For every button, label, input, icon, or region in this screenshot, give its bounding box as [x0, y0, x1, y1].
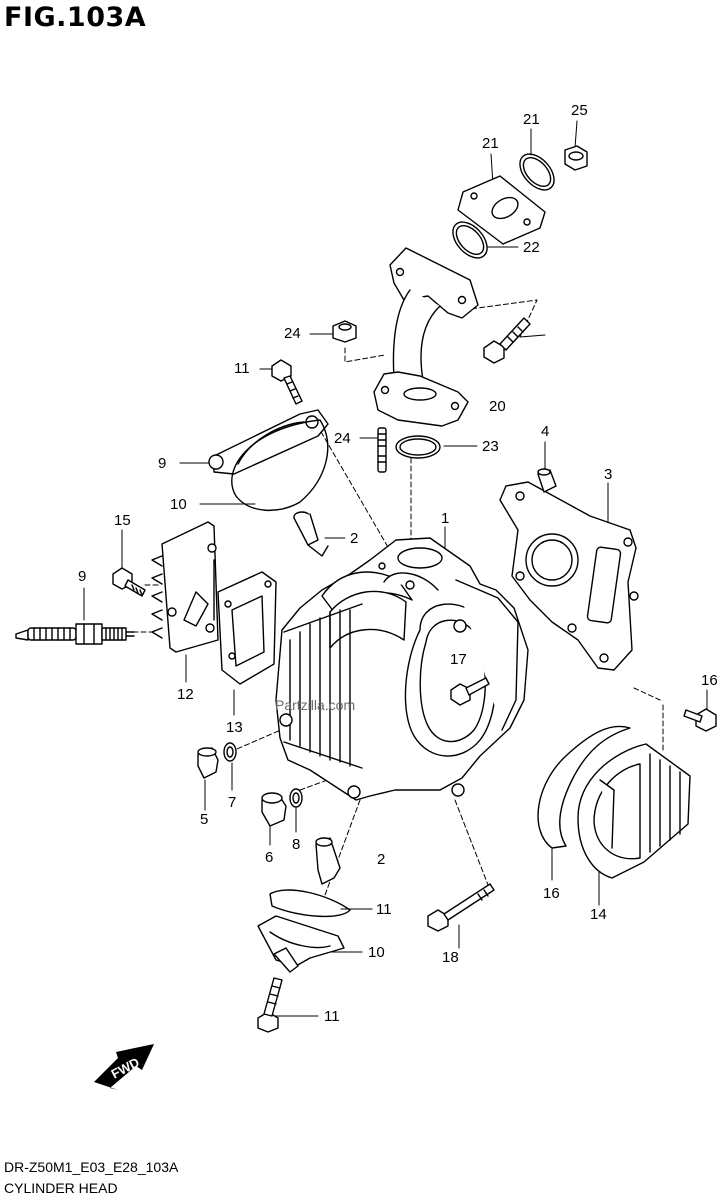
- bolt-17: [450, 677, 490, 706]
- callout-10-lower: 11: [376, 901, 392, 918]
- callout-6: 7: [228, 794, 237, 811]
- callout-11-upper: 11: [234, 360, 250, 377]
- callout-13: 13: [226, 719, 243, 736]
- bolt-16-right: [683, 708, 717, 732]
- guide-2-lower: [315, 837, 341, 885]
- gasket-3: [499, 481, 639, 671]
- dowel-4: [537, 468, 557, 493]
- figure-code: DR-Z50M1_E03_E28_103A: [4, 1159, 179, 1175]
- bolt-11-lower: [257, 977, 283, 1033]
- cover-9-lower: [257, 915, 345, 973]
- plug-5-upper: [197, 747, 219, 779]
- bolt-16-left: [112, 567, 146, 597]
- plate-12: [151, 521, 219, 653]
- callout-18: 18: [442, 949, 459, 966]
- callout-19: 20: [489, 398, 506, 415]
- spark-plug-8: [15, 623, 135, 645]
- nut-24-left: [332, 320, 357, 343]
- cylinder-head-1: [275, 537, 529, 801]
- callout-20: 21: [482, 135, 499, 152]
- washer-6: [223, 742, 237, 762]
- bolt-11-upper: [271, 359, 303, 405]
- fwd-label: FWD: [109, 1054, 142, 1081]
- callout-21-lower: 22: [523, 239, 540, 256]
- callout-5-upper: 5: [200, 811, 209, 828]
- callout-23: 24: [334, 430, 351, 447]
- callout-11-lower: 11: [324, 1008, 340, 1025]
- callout-15: 16: [543, 885, 560, 902]
- intake-pipe-19: [373, 247, 479, 427]
- callout-2-lower: 2: [377, 851, 386, 868]
- callout-1: 1: [441, 510, 450, 527]
- nut-24-upper: [564, 145, 588, 171]
- side-cover-14: [577, 743, 691, 879]
- gasket-15: [537, 725, 631, 849]
- o-ring-21-lower: [452, 221, 488, 259]
- callout-16-right: 16: [701, 672, 718, 689]
- callout-7: 8: [292, 836, 301, 853]
- insulator-20: [457, 175, 546, 245]
- callout-2-upper: 2: [350, 530, 359, 547]
- washer-7: [289, 788, 303, 808]
- fwd-arrow-icon: FWD: [94, 1044, 154, 1090]
- callout-16-left: 15: [114, 512, 131, 529]
- callout-3: 3: [604, 466, 613, 483]
- callout-8: 9: [78, 568, 87, 585]
- o-ring-21-upper-inner: [522, 157, 552, 187]
- figure-title: FIG.103A: [4, 2, 147, 33]
- gasket-10-lower: [269, 889, 351, 918]
- o-ring-21-lower-inner: [455, 225, 485, 255]
- figure-name: CYLINDER HEAD: [4, 1180, 118, 1196]
- callout-4: 4: [541, 423, 550, 440]
- stud-23: [377, 427, 387, 473]
- plug-5-lower: [261, 792, 287, 827]
- o-ring-22: [395, 435, 441, 459]
- guide-2-upper: [293, 511, 329, 557]
- bolt-18: [427, 883, 495, 932]
- gasket-13: [217, 571, 277, 685]
- callout-24-left: 24: [284, 325, 301, 342]
- callout-14: 14: [590, 906, 607, 923]
- callout-10-upper: 10: [170, 496, 187, 513]
- callout-9-lower: 10: [368, 944, 385, 961]
- callout-22: 23: [482, 438, 499, 455]
- callout-12: 12: [177, 686, 194, 703]
- callout-9-upper: 9: [158, 455, 167, 472]
- cover-9-upper: [208, 409, 329, 475]
- callout-17: 17: [450, 651, 467, 668]
- callout-24-upper: 25: [571, 102, 588, 119]
- callout-5-lower: 6: [265, 849, 274, 866]
- leader-lines: [83, 120, 708, 1017]
- gasket-10-upper: [231, 419, 329, 512]
- callout-21-upper: 21: [523, 111, 540, 128]
- bolt-25: [483, 317, 531, 364]
- o-ring-21-upper: [519, 153, 555, 191]
- watermark: Partzilla.com: [275, 697, 356, 713]
